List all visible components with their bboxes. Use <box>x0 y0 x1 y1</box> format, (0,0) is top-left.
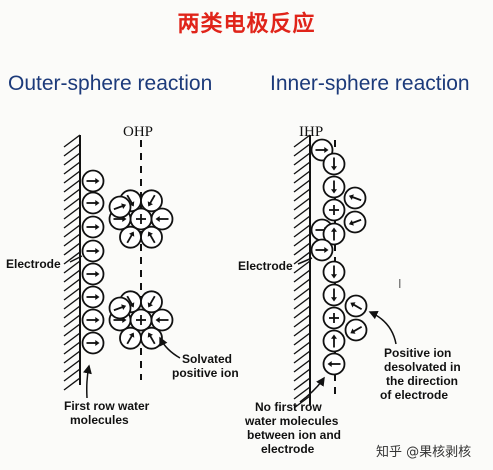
desolvated-ion-label-4: of electrode <box>380 388 448 402</box>
outer-electrode-label: Electrode <box>6 257 61 271</box>
page-title: 两类电极反应 <box>177 12 316 37</box>
inner-adsorbed-ion-bottom <box>322 306 346 330</box>
inner-water-molecule <box>310 238 334 262</box>
inner-solvation-water-molecule <box>322 352 346 376</box>
inner-solvation-water-molecule <box>322 152 346 176</box>
desolvated-ion-label-3: the direction <box>386 374 458 388</box>
first-row-water-label-1: First row water <box>64 399 150 413</box>
ohp-label: OHP <box>123 124 153 140</box>
first-row-water-label-2: molecules <box>70 413 129 427</box>
watermark: 知乎 @果核剥核 <box>376 444 471 460</box>
outer-first-row-water-molecule <box>81 215 105 239</box>
outer-ion-cluster-top-solvation-water-molecule <box>108 195 132 219</box>
inner-solvation-water-molecule <box>344 318 368 342</box>
outer-first-row-water-molecule <box>81 169 105 193</box>
desolvated-ion-label-2: desolvated in <box>384 360 461 374</box>
inner-sphere-heading: Inner-sphere reaction <box>270 72 470 95</box>
outer-ion-cluster-top-solvation-water-molecule <box>119 225 142 249</box>
outer-ion-cluster-top-positive-ion <box>129 207 153 231</box>
outer-first-row-water-molecule <box>81 285 105 309</box>
outer-ion-cluster-bottom-solvation-water-molecule <box>140 326 163 350</box>
inner-adsorbed-ion-top <box>322 198 346 222</box>
outer-sphere-heading: Outer-sphere reaction <box>8 72 213 95</box>
inner-solvation-water-molecule <box>343 186 367 210</box>
outer-first-row-water-molecule <box>81 191 105 215</box>
outer-ion-cluster-bottom-solvation-water-molecule <box>119 326 142 350</box>
inner-solvation-water-molecule <box>343 210 367 234</box>
no-first-row-label-1: No first row <box>255 400 322 414</box>
outer-ion-cluster-bottom-solvation-water-molecule <box>150 308 174 332</box>
solvated-ion-label-2: positive ion <box>172 366 239 380</box>
ihp-label: IHP <box>299 124 323 140</box>
outer-ion-cluster-bottom-solvation-water-molecule <box>140 290 163 314</box>
outer-first-row-water-molecule <box>81 239 105 263</box>
no-first-row-label-4: electrode <box>261 442 315 456</box>
no-first-row-label-3: between ion and <box>247 428 341 442</box>
outer-ion-cluster-top-solvation-water-molecule <box>150 207 174 231</box>
solvated-ion-label-1: Solvated <box>182 352 232 366</box>
text-cursor-icon: I <box>398 277 402 291</box>
outer-ion-cluster-bottom-solvation-water-molecule <box>108 296 132 320</box>
inner-solvation-water-molecule <box>322 222 346 246</box>
outer-ion-cluster-bottom-positive-ion <box>129 308 153 332</box>
inner-solvation-water-molecule <box>322 175 346 199</box>
inner-electrode-label: Electrode <box>238 259 293 273</box>
outer-first-row-water-molecule <box>81 331 105 355</box>
outer-first-row-water-molecule <box>81 262 105 286</box>
outer-ion-cluster-top-solvation-water-molecule <box>140 225 163 249</box>
desolvated-ion-label-1: Positive ion <box>384 346 451 360</box>
inner-electrode <box>293 134 311 409</box>
inner-solvation-water-molecule <box>322 283 346 307</box>
outer-first-row-water-molecule <box>81 308 105 332</box>
inner-solvation-water-molecule <box>322 260 346 284</box>
outer-electrode <box>63 134 81 391</box>
inner-solvation-water-molecule <box>322 329 346 353</box>
outer-ion-cluster-top-solvation-water-molecule <box>140 189 163 213</box>
inner-solvation-water-molecule <box>344 294 368 318</box>
no-first-row-label-2: water molecules <box>244 414 339 428</box>
